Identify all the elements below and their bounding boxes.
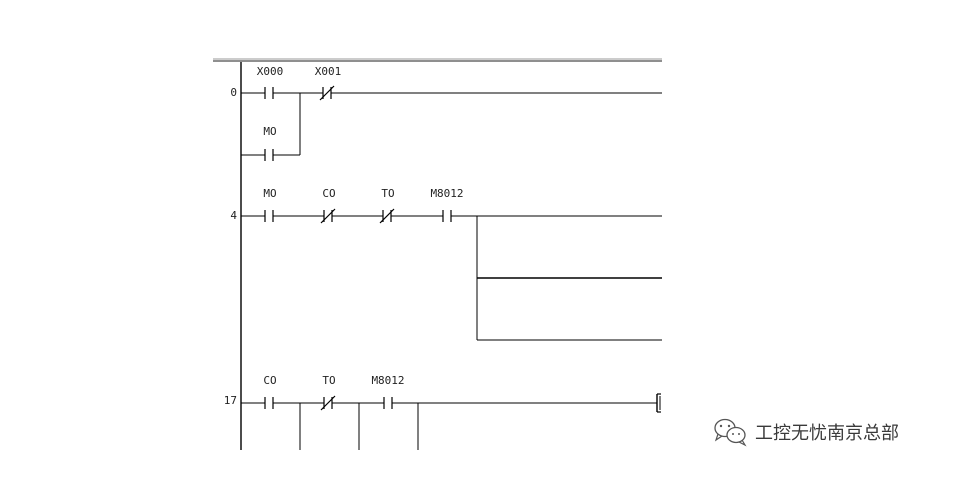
step-number-4: 4 [230,209,237,222]
rung-4[interactable]: MO CO TO M8012 [241,187,662,341]
contact-x001[interactable]: X001 [315,65,342,101]
contact-label: X000 [257,65,284,78]
contact-label: M8012 [430,187,463,200]
contact-x000[interactable]: X000 [257,65,284,99]
contact-label: X001 [315,65,342,78]
contact-label: MO [263,125,276,138]
contact-t0-r17[interactable]: TO [320,374,336,411]
instruction-box-truncated[interactable] [656,393,661,413]
step-number-17: 17 [224,394,237,407]
contact-label: TO [322,374,335,387]
contact-m0-r4[interactable]: MO [263,187,277,222]
contact-label: CO [263,374,276,387]
contact-label: M8012 [371,374,404,387]
contact-t0-r4[interactable]: TO [379,187,395,224]
watermark-text: 工控无忧南京总部 [755,423,899,444]
step-number-0: 0 [230,86,237,99]
contact-c0-r17[interactable]: CO [263,374,277,409]
contact-m8012-r17[interactable]: M8012 [371,374,405,409]
contact-c0-r4[interactable]: CO [320,187,336,224]
contact-label: CO [322,187,335,200]
contact-m8012-r4[interactable]: M8012 [430,187,464,222]
contact-label: TO [381,187,394,200]
watermark: 工控无忧南京总部 [714,418,899,447]
contact-label: MO [263,187,276,200]
contact-m0-hold[interactable]: MO [263,125,277,161]
wechat-icon [714,418,747,447]
rung-0[interactable]: X000 X001 MO [241,65,662,161]
rung-17[interactable]: CO TO M8012 [241,374,661,450]
